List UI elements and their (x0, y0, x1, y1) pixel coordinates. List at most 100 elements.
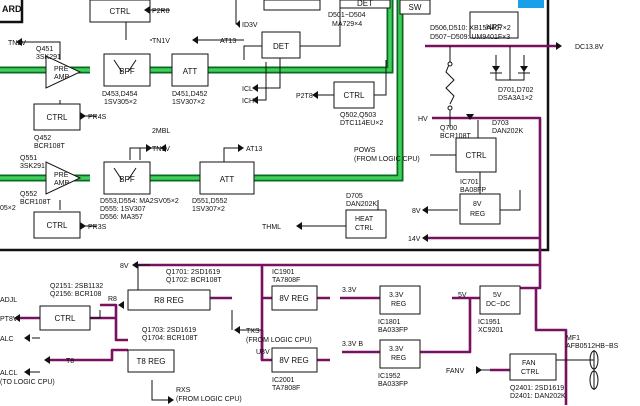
arrow-markers (14, 6, 562, 404)
heat-ctrl-block (345, 209, 387, 239)
label-d453b: 1SV305×2 (104, 99, 137, 106)
label-d556: D556: MA357 (100, 214, 143, 221)
label-ich: ICH (242, 98, 254, 105)
ctrl-2151-block (39, 305, 91, 331)
label-q2401: Q2401: 2SD1619 (510, 385, 564, 392)
thin-wires (22, 0, 595, 401)
det-label: DET (273, 42, 289, 51)
label-pr4s: PR4S (88, 114, 107, 121)
label-thml: THML (262, 224, 281, 231)
label-d451: D451,D452 (172, 91, 208, 98)
label-d551: D551,D552 (192, 198, 228, 205)
label-p2t8: P2T8 (296, 93, 313, 100)
fan-icon (589, 350, 599, 390)
label-8v-b: 8V (120, 263, 129, 270)
reg-8v-label-b: REG (470, 211, 485, 218)
label-adjl: ADJL (0, 297, 17, 304)
label-rxs: RXS (176, 387, 191, 394)
hpf-label: HPF (486, 23, 502, 32)
bpf-1-block (103, 53, 151, 87)
pre-amp-1-label-a: PRE (54, 66, 69, 73)
label-d701b: DSA3A1×2 (498, 95, 533, 102)
diode-d703 (466, 114, 474, 120)
label-ic1952: IC1952 (378, 373, 401, 380)
label-q502b: DTC114EU×2 (340, 120, 383, 127)
label-q452b: BCR108T (34, 143, 65, 150)
label-14v: 14V (408, 236, 421, 243)
rf-signal-path (0, 0, 404, 182)
r8-reg-block (127, 289, 211, 311)
label-pr3s: PR3S (88, 224, 107, 231)
relay-switch (445, 61, 474, 120)
ctrl-mid-label: CTRL (344, 91, 365, 100)
label-tn1v-b: TN1V (152, 146, 170, 153)
reg-8v-1901-label: 8V REG (279, 294, 308, 303)
label-5v: 5V (458, 292, 467, 299)
sw-label: SW (409, 3, 422, 12)
reg-8v-1901-block (271, 285, 318, 311)
sw-block (399, 0, 431, 15)
ctrl-q552-label: CTRL (47, 221, 68, 230)
label-d705: D705 (346, 193, 363, 200)
label-mf1b: AFB0512HB−BS (566, 343, 619, 350)
relay-contact-top (447, 61, 453, 67)
label-d507: D507−D509: UM9401F×3 (430, 34, 510, 41)
label-pows: POWS (354, 147, 376, 154)
fan-ctrl-block (509, 353, 557, 381)
label-t8: T8 (66, 358, 74, 365)
label-8v-a: 8V (412, 208, 421, 215)
label-ic1952b: BA033FP (378, 381, 408, 388)
label-ic701: IC701 (460, 179, 479, 186)
det-top-block (263, 0, 321, 11)
label-q451: Q451 (36, 46, 53, 53)
label-33v: 3.3V (342, 287, 357, 294)
heat-ctrl-label-b: CTRL (355, 225, 373, 232)
label-tn2v: TN2V (8, 40, 26, 47)
label-q452: Q452 (34, 135, 51, 142)
blocks: CTRL DET DET SW HPF BPF ATT BPF ATT PRE … (33, 0, 557, 381)
label-q2156: Q2156: BCR108 (50, 291, 101, 298)
label-hv: HV (418, 116, 428, 123)
att-1-block (171, 53, 209, 87)
reg-3v3-a-label-b: REG (391, 301, 406, 308)
label-d553: D553,D554: MA2SV05×2 (100, 198, 179, 205)
pre-amp-2-label-a: PRE (54, 172, 69, 179)
label-q551b: 3SK291 (20, 163, 45, 170)
ctrl-right-label: CTRL (466, 151, 487, 160)
label-d703: D703 (492, 120, 509, 127)
label-d705b: DAN202K (346, 201, 377, 208)
r8-reg-label: R8 REG (154, 296, 184, 305)
label-at13-b: AT13 (246, 146, 262, 153)
label-ma729: MA729×4 (332, 21, 362, 28)
label-rxs-b: (FROM LOGIC CPU) (176, 396, 242, 403)
label-u8v: U8V (256, 349, 270, 356)
label-ic1951: IC1951 (478, 319, 501, 326)
label-q700: Q700 (440, 125, 457, 132)
label-d506: D506,D510: XB15A407×2 (430, 25, 511, 32)
label-ic2001: IC2001 (272, 377, 295, 384)
reg-3v3-b-block (379, 339, 421, 369)
label-fanv: FANV (446, 368, 465, 375)
label-q552b: BCR108T (20, 199, 51, 206)
label-d701: D701,D702 (498, 87, 534, 94)
label-pows-b: (FROM LOGIC CPU) (354, 156, 420, 163)
ctrl-2151-label: CTRL (55, 314, 76, 323)
label-33vb: 3.3V B (342, 341, 363, 348)
pre-amp-2-label-b: AMP (54, 180, 70, 187)
board-frame (0, 0, 550, 252)
bpf-2-block (103, 161, 151, 195)
label-txs-b: (FROM LOGIC CPU) (246, 337, 312, 344)
relay-contact-bottom (447, 105, 453, 111)
label-ic1901: IC1901 (272, 269, 295, 276)
label-at13-a: AT13 (220, 38, 236, 45)
label-ic2001b: TA7808F (272, 385, 300, 392)
pre-amp-1-label-b: AMP (54, 74, 70, 81)
label-txs: TXS (246, 328, 260, 335)
corner-title-partial: ARD (2, 4, 22, 14)
det-mid-partial-label: DET (357, 0, 373, 8)
reg-8v-label-a: 8V (473, 201, 482, 208)
att-1-label: ATT (183, 67, 198, 76)
label-id3v: ID3V (242, 22, 258, 29)
label-q502: Q502,Q503 (340, 112, 376, 119)
label-q451b: 3SK291 (36, 54, 61, 61)
